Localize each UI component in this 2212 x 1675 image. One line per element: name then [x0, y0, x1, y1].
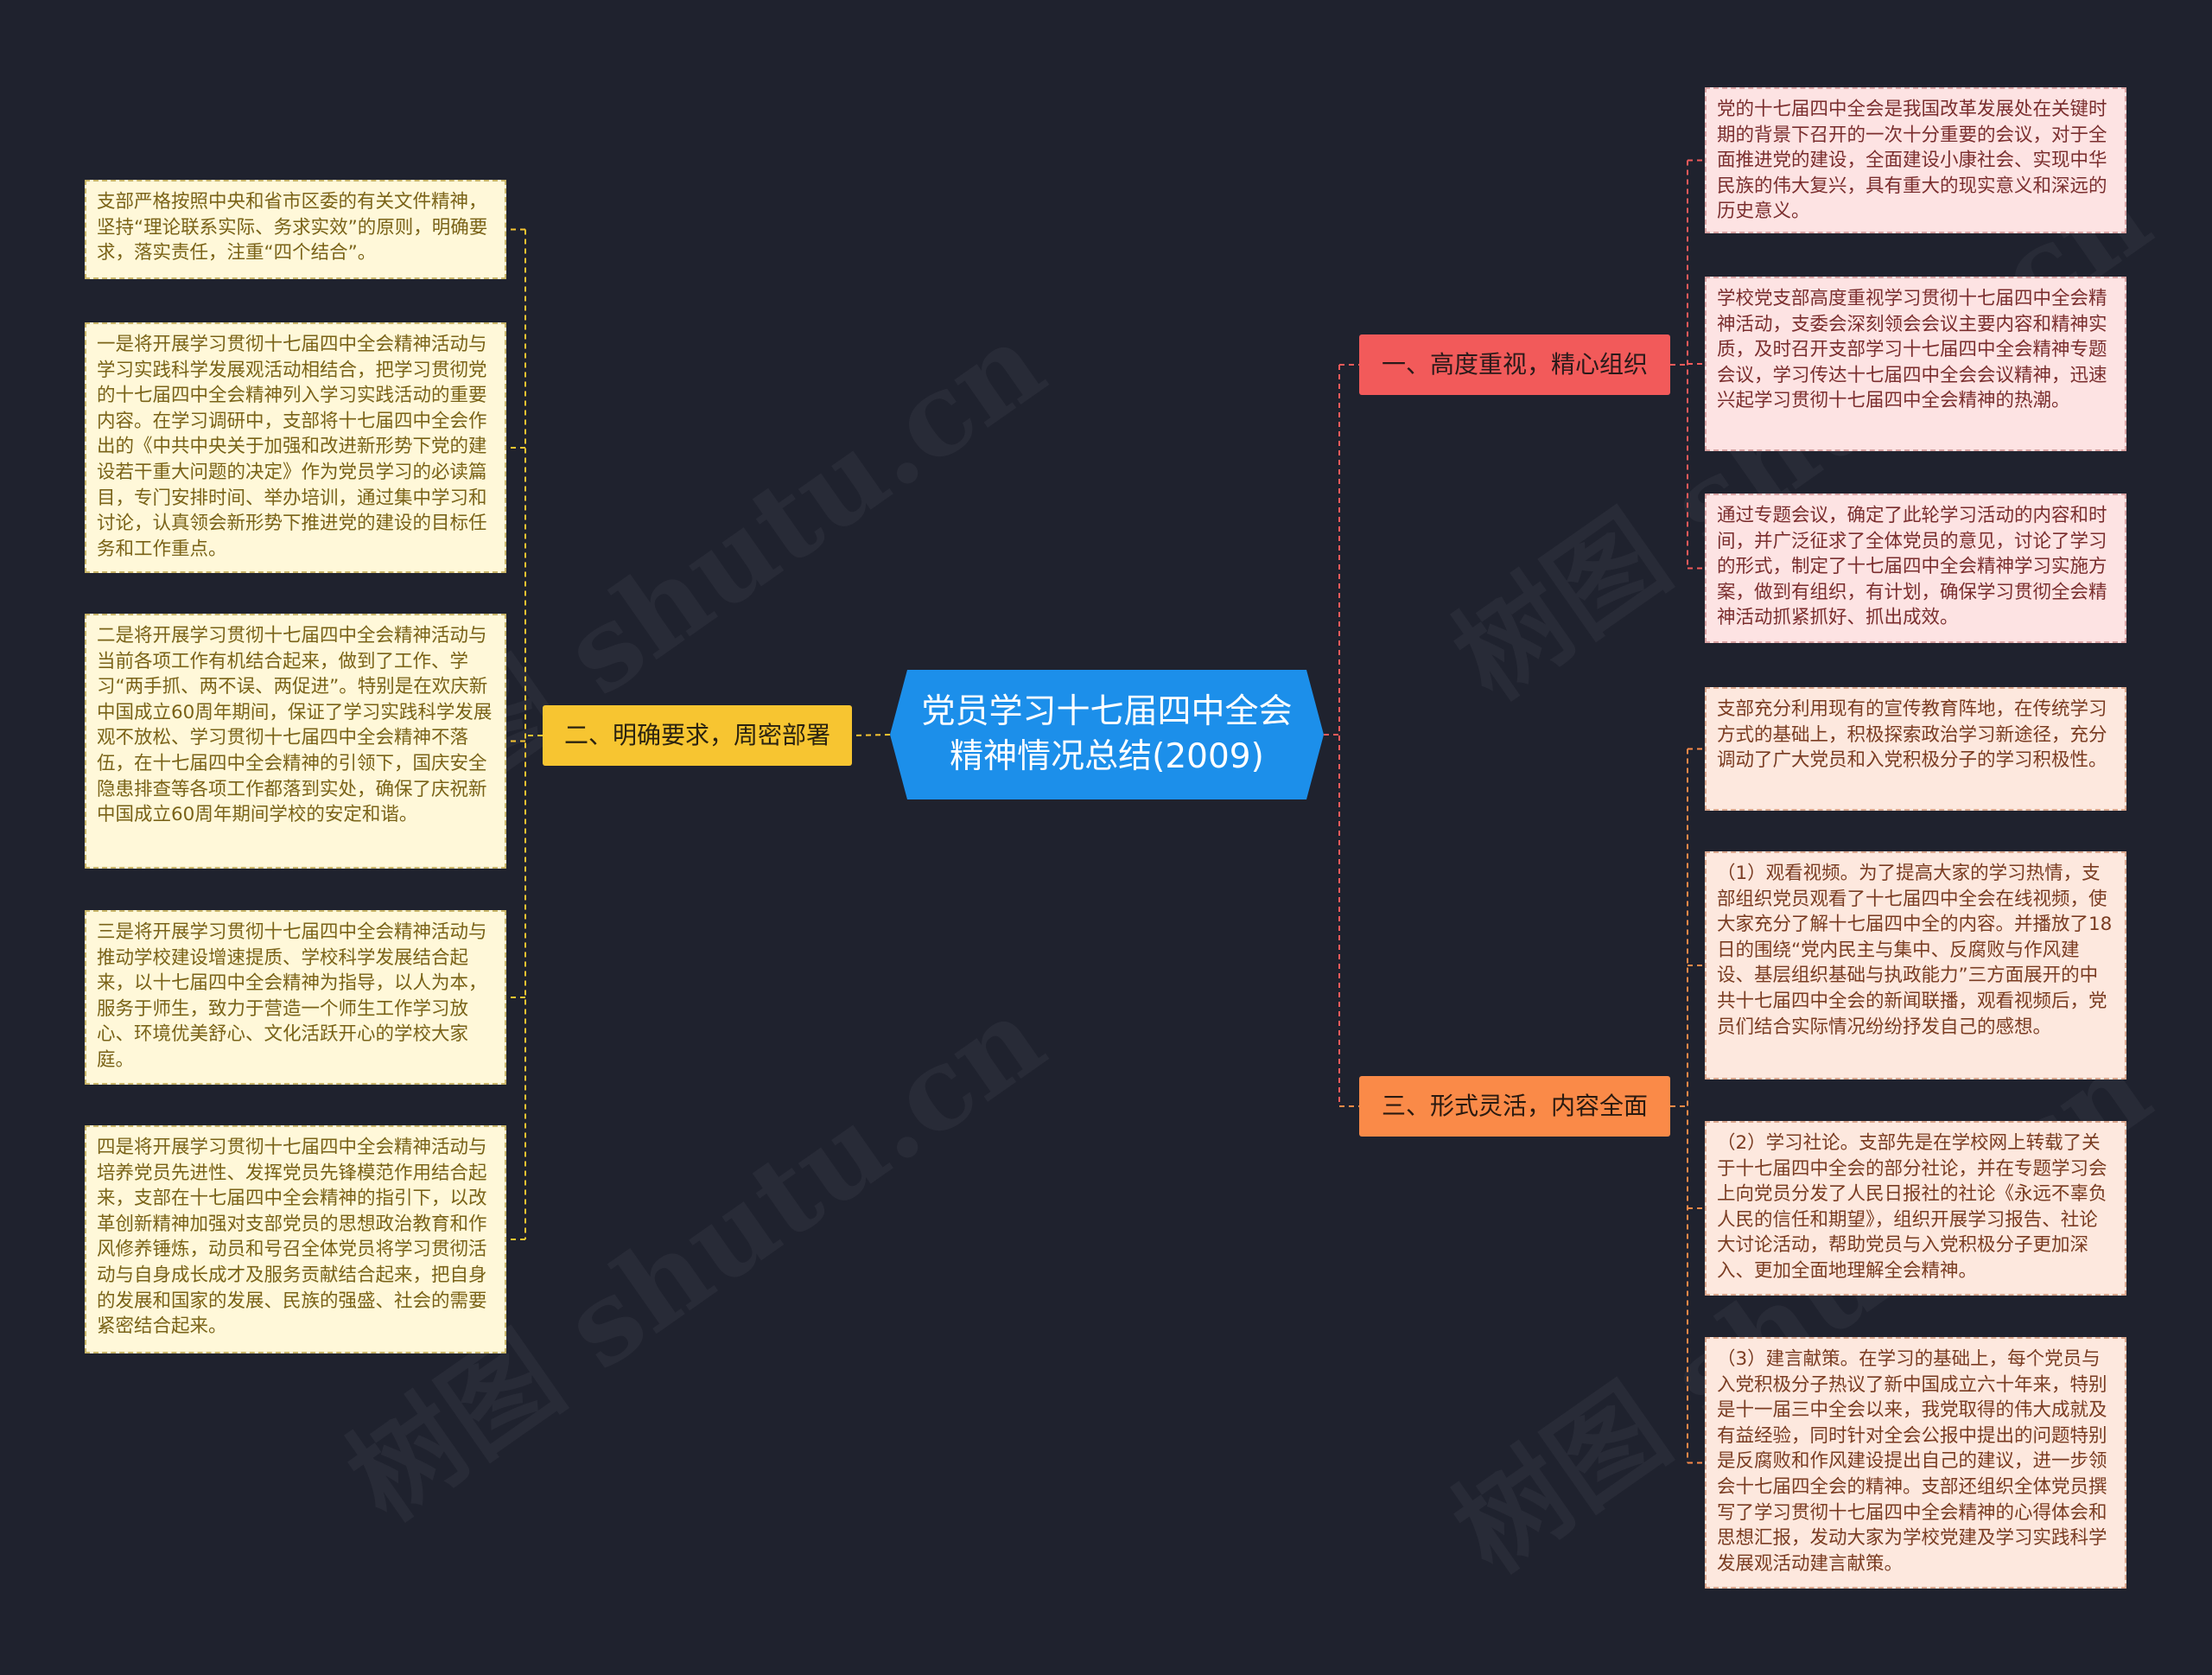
leaf-topic[interactable]: （2）学习社论。支部先是在学校网上转载了关于十七届四中全会的部分社论，并在专题学… [1705, 1121, 2126, 1296]
leaf-topic[interactable]: 四是将开展学习贯彻十七届四中全会精神活动与培养党员先进性、发挥党员先锋模范作用结… [85, 1125, 506, 1353]
branch-topic-1[interactable]: 一、高度重视，精心组织 [1359, 334, 1670, 395]
leaf-topic[interactable]: 一是将开展学习贯彻十七届四中全会精神活动与学习实践科学发展观活动相结合，把学习贯… [85, 322, 506, 573]
trunk-connector [1324, 365, 1340, 1106]
branch-topic-3[interactable]: 三、形式灵活，内容全面 [1359, 1076, 1670, 1137]
leaf-topic[interactable]: 二是将开展学习贯彻十七届四中全会精神活动与当前各项工作有机结合起来，做到了工作、… [85, 614, 506, 869]
branch-connector [851, 734, 891, 736]
branch-topic-2[interactable]: 二、明确要求，周密部署 [543, 705, 852, 766]
leaf-topic[interactable]: 通过专题会议，确定了此轮学习活动的内容和时间，并广泛征求了全体党员的意见，讨论了… [1705, 494, 2126, 643]
leaf-topic[interactable]: 学校党支部高度重视学习贯彻十七届四中全会精神活动，支委会深刻领会会议主要内容和精… [1705, 277, 2126, 451]
leaf-trunk-connector [524, 229, 543, 1239]
leaf-trunk-connector [1670, 748, 1688, 1463]
leaf-topic[interactable]: 党的十七届四中全会是我国改革发展处在关键时期的背景下召开的一次十分重要的会议，对… [1705, 87, 2126, 233]
leaf-topic[interactable]: （1）观看视频。为了提高大家的学习热情，支部组织党员观看了十七届四中全会在线视频… [1705, 851, 2126, 1080]
leaf-topic[interactable]: （3）建言献策。在学习的基础上，每个党员与入党积极分子热议了新中国成立六十年来，… [1705, 1337, 2126, 1589]
leaf-trunk-connector [1670, 160, 1688, 569]
leaf-topic[interactable]: 支部严格按照中央和省市区委的有关文件精神，坚持“理论联系实际、务求实效”的原则，… [85, 180, 506, 279]
leaf-topic[interactable]: 三是将开展学习贯彻十七届四中全会精神活动与推动学校建设增速提质、学校科学发展结合… [85, 910, 506, 1085]
central-topic[interactable]: 党员学习十七届四中全会精神情况总结(2009) [890, 670, 1324, 799]
leaf-topic[interactable]: 支部充分利用现有的宣传教育阵地，在传统学习方式的基础上，积极探索政治学习新途径，… [1705, 687, 2126, 811]
